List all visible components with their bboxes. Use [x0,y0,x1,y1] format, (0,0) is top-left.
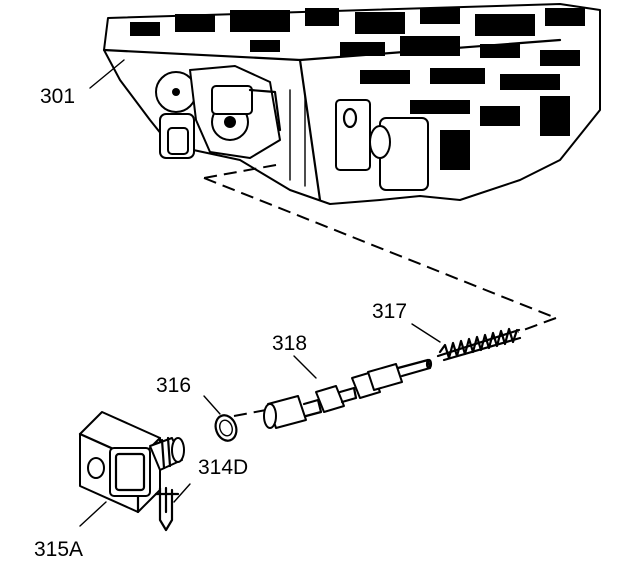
callout-solenoid: 315A [34,538,83,561]
leader-lines [79,59,441,527]
spring [436,327,522,362]
alignment-lines [203,164,557,417]
callout-valve-body: 301 [40,85,75,108]
callout-retainer: 314D [198,456,248,479]
retainer-clip [154,486,180,532]
callout-spring: 317 [372,300,407,323]
mounted-solenoid-assembly [155,65,282,159]
shift-valve [263,358,433,429]
o-ring [214,414,238,442]
callout-valve: 318 [272,332,307,355]
solenoid-315a [78,411,185,514]
callout-o-ring: 316 [156,374,191,397]
